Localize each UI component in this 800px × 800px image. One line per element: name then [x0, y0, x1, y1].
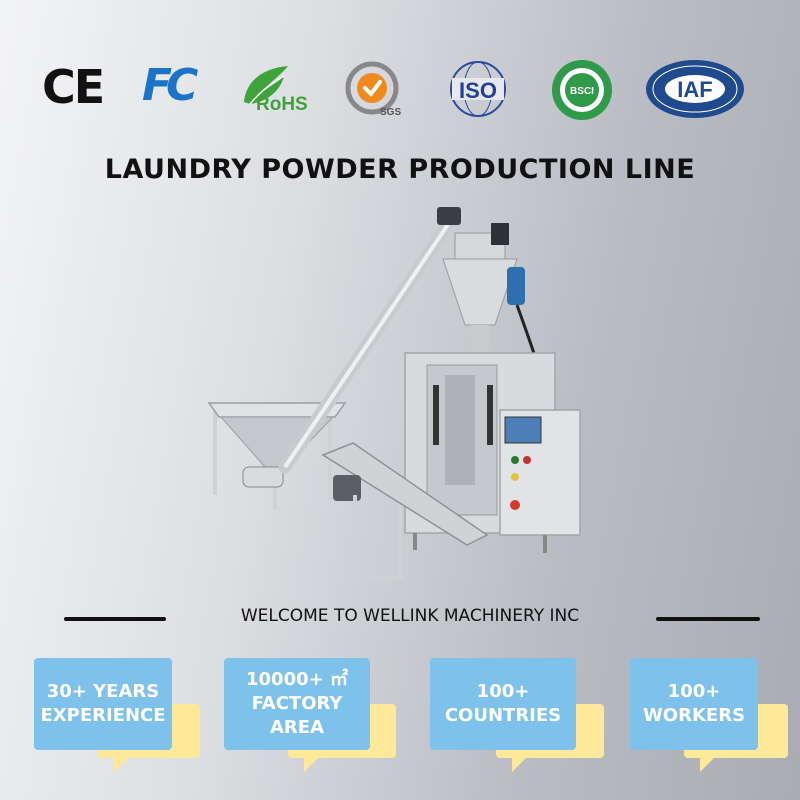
sgs-text: SGS [380, 107, 401, 118]
stat-line-2: FACTORY AREA [251, 693, 343, 738]
stat-line-1: 100+ [667, 681, 721, 702]
iso-logo: ISO [440, 58, 516, 120]
stat-bubble: 100+ COUNTRIES [430, 658, 576, 750]
left-divider [64, 617, 166, 621]
stat-line-1: 100+ [476, 681, 530, 702]
right-divider [656, 617, 760, 621]
bubble-tail [512, 758, 526, 772]
stat-bubble: 100+ WORKERS [630, 658, 758, 750]
welcome-text: WELCOME TO WELLINK MACHINERY INC [240, 606, 580, 626]
iso-text: ISO [459, 78, 497, 103]
ce-logo: CE [42, 60, 105, 114]
stat-line-1: 10000+ ㎡ [246, 669, 348, 690]
bubble-tail [700, 758, 714, 772]
iaf-logo: IAF [644, 58, 746, 120]
stat-line-1: 30+ YEARS [46, 681, 160, 702]
fcc-logo: FC [142, 60, 198, 111]
rohs-text: RoHS [256, 94, 308, 114]
stat-workers: 100+ WORKERS [630, 658, 790, 783]
stat-bubble: 10000+ ㎡ FACTORY AREA [224, 658, 370, 750]
stat-line-2: COUNTRIES [444, 705, 562, 726]
bsci-text: BSCI [570, 86, 594, 97]
rohs-logo: RoHS [240, 62, 320, 114]
bsci-logo: BSCI [550, 58, 614, 122]
stat-bubble: 30+ YEARS EXPERIENCE [34, 658, 172, 750]
page-title: LAUNDRY POWDER PRODUCTION LINE [104, 154, 696, 185]
packaging-machine-image [205, 205, 595, 600]
bubble-tail [114, 758, 128, 772]
stat-line-2: WORKERS [642, 705, 746, 726]
iaf-text: IAF [677, 77, 712, 102]
stat-countries: 100+ COUNTRIES [430, 658, 610, 783]
sgs-logo: SGS [342, 58, 408, 118]
stat-factory-area: 10000+ ㎡ FACTORY AREA [224, 658, 404, 783]
stat-line-2: EXPERIENCE [40, 705, 166, 726]
bubble-tail [304, 758, 318, 772]
stat-experience: 30+ YEARS EXPERIENCE [34, 658, 204, 783]
